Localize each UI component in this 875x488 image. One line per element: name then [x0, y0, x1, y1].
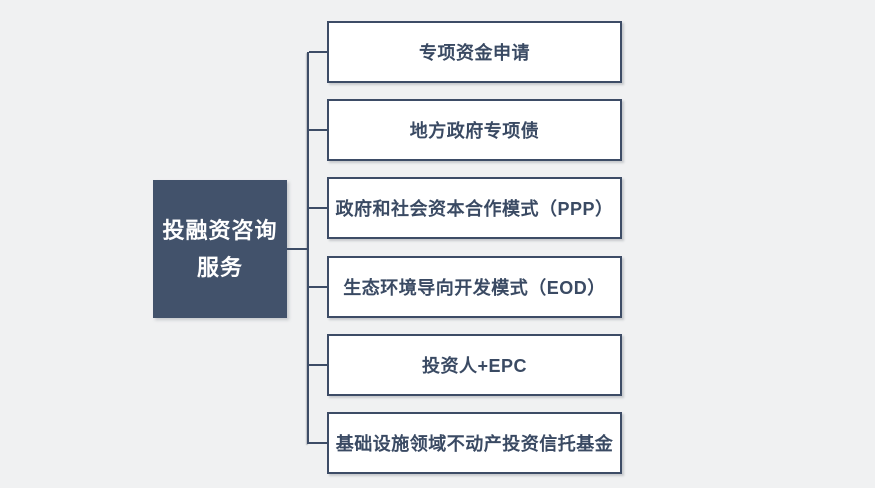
branch-connector: [309, 207, 327, 209]
branch-connector: [309, 129, 327, 131]
branch-node: 地方政府专项债: [327, 99, 622, 161]
branch-connector: [309, 442, 327, 444]
branch-connector: [309, 51, 327, 53]
branch-node: 投资人+EPC: [327, 334, 622, 396]
branch-connector: [309, 364, 327, 366]
root-connector: [287, 248, 307, 250]
root-node-label-line2: 服务: [196, 255, 243, 280]
branch-connector: [309, 286, 327, 288]
branch-node-label: 投资人+EPC: [421, 356, 528, 376]
branch-node-label: 专项资金申请: [419, 43, 530, 63]
branch-node-label: 政府和社会资本合作模式（PPP）: [335, 199, 614, 219]
root-node: 投融资咨询 服务: [153, 180, 287, 318]
branch-node-label: 地方政府专项债: [409, 121, 540, 141]
branch-node: 生态环境导向开发模式（EOD）: [327, 256, 622, 318]
branch-node: 专项资金申请: [327, 21, 622, 83]
branch-node-label: 生态环境导向开发模式（EOD）: [343, 278, 606, 298]
branch-node: 政府和社会资本合作模式（PPP）: [327, 177, 622, 239]
branch-node: 基础设施领域不动产投资信托基金: [327, 412, 622, 474]
branch-node-label: 基础设施领域不动产投资信托基金: [335, 434, 614, 454]
root-node-label-line1: 投融资咨询: [162, 218, 278, 243]
connector-spine: [307, 52, 309, 444]
